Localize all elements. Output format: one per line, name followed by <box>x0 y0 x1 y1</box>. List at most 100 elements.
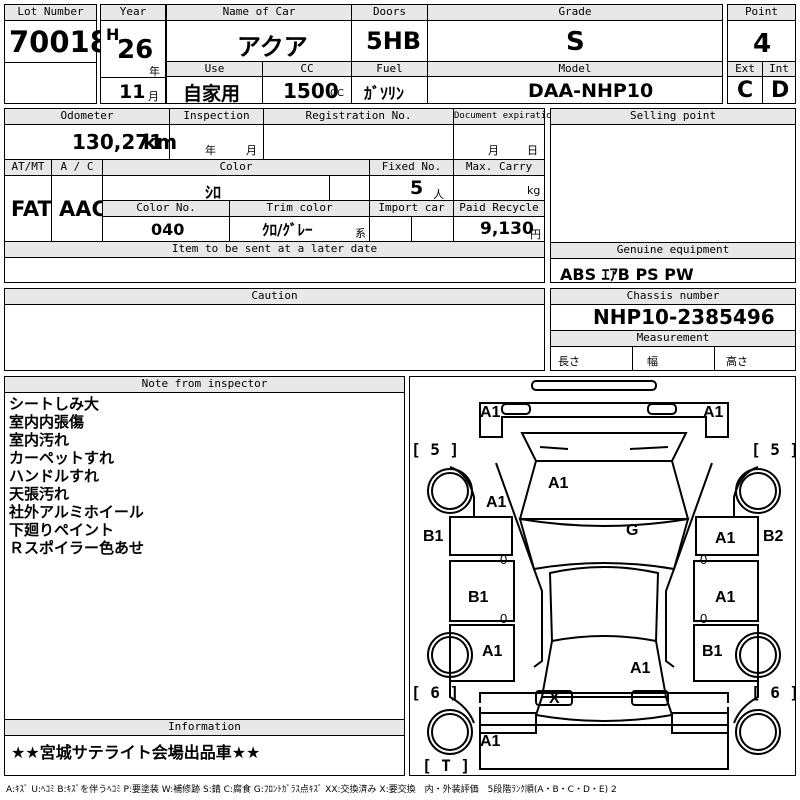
selling-point-label: Selling point <box>551 109 795 125</box>
car-diagram-panel: A1 A1 A1 A1 G B1 A1 B2 B1 A1 A1 B1 A1 A1… <box>409 376 796 776</box>
damage-mark: A1 <box>480 404 501 421</box>
note-line: カーペットすれ <box>9 449 115 467</box>
atmt-value: FAT <box>11 197 52 221</box>
note-line: シートしみ大 <box>9 395 100 413</box>
trim-color-unit: 系 <box>355 227 366 240</box>
month-value: 11 <box>119 81 146 103</box>
car-diagram: A1 A1 A1 A1 G B1 A1 B2 B1 A1 A1 B1 A1 A1… <box>411 380 795 775</box>
odometer-label: Odometer <box>5 109 169 124</box>
fixed-label: Fixed No. <box>370 160 453 175</box>
damage-mark: B2 <box>763 528 784 545</box>
lot-number: 70018 <box>9 25 110 59</box>
measurement-label: Measurement <box>551 331 795 347</box>
fixed-unit: 人 <box>433 188 444 201</box>
lot-number-label: Lot Number <box>5 5 96 21</box>
point-label: Point <box>728 5 795 21</box>
import-car-label: Import car <box>370 201 453 216</box>
use-cell: Use 自家用 <box>166 61 263 105</box>
inspector-notes-label: Note from inspector <box>5 377 404 393</box>
point-cell: Point 4 <box>727 4 796 62</box>
width-label: 幅 <box>647 355 658 368</box>
note-line: 室内汚れ <box>9 431 70 449</box>
damage-mark: A1 <box>486 494 507 511</box>
point-value: 4 <box>753 29 772 59</box>
doors-label: Doors <box>352 5 427 21</box>
inspection-month-unit: 月 <box>246 144 257 157</box>
inspection-year-unit: 年 <box>205 144 216 157</box>
chassis-panel: Chassis number NHP10-2385496 Measurement… <box>550 288 796 371</box>
max-carry-label: Max. Carry <box>454 160 544 175</box>
year-label: Year <box>101 5 165 21</box>
grade-value: S <box>566 27 585 57</box>
genuine-equipment-value: ABS ｴｱB PS PW <box>560 265 694 284</box>
ac-label: A / C <box>52 160 102 175</box>
damage-mark: B1 <box>702 643 723 660</box>
lot-number-cell: Lot Number 70018 <box>4 4 110 104</box>
chassis-number-label: Chassis number <box>551 289 795 305</box>
fixed-value: 5 <box>410 177 424 199</box>
bracket-label: [ 5 ] <box>411 440 459 459</box>
damage-mark: B1 <box>468 589 489 606</box>
doc-expiration-label: Document expiration <box>454 109 557 124</box>
damage-mark: A1 <box>715 589 736 606</box>
use-label: Use <box>167 62 262 77</box>
bracket-label: [ 6 ] <box>751 683 795 702</box>
fuel-cell: Fuel ｶﾞｿﾘﾝ <box>351 61 428 104</box>
fuel-label: Fuel <box>352 62 427 77</box>
trim-color-label: Trim color <box>230 201 369 216</box>
model-label: Model <box>428 62 722 77</box>
month-unit: 月 <box>148 90 159 103</box>
damage-legend: A:ｷｽﾞ U:ﾍｺﾐ B:ｷｽﾞを伴うﾍｺﾐ P:要塗装 W:補修跡 S:錆 … <box>6 785 617 795</box>
color-value: ｼﾛ <box>205 183 222 202</box>
fuel-value: ｶﾞｿﾘﾝ <box>364 84 405 103</box>
zero-mark: 0 <box>700 611 707 626</box>
bracket-label: [ T ] <box>422 756 470 775</box>
zero-mark: 0 <box>500 611 507 626</box>
doors-cell: Doors 5HB <box>351 4 428 62</box>
information-value: ★★宮城サテライト会場出品車★★ <box>11 743 261 762</box>
atmt-label: AT/MT <box>5 160 51 175</box>
inspector-notes-panel: Note from inspector シートしみ大 室内内張傷 室内汚れ カー… <box>4 376 405 776</box>
inspector-notes-list: シートしみ大 室内内張傷 室内汚れ カーペットすれ ハンドルすれ 天張汚れ 社外… <box>9 395 144 557</box>
damage-mark: A1 <box>482 643 503 660</box>
inspection-label: Inspection <box>170 109 263 124</box>
year-cell: Year H 26 年 11 月 <box>100 4 166 104</box>
color-no-label: Color No. <box>103 201 229 216</box>
bracket-label: [ 5 ] <box>751 440 795 459</box>
doc-month-unit: 月 <box>488 144 499 157</box>
bracket-label: [ 6 ] <box>411 683 459 702</box>
damage-mark: B1 <box>423 528 444 545</box>
max-carry-unit: kg <box>527 184 541 197</box>
note-line: 下廻りペイント <box>9 521 115 539</box>
int-cell: Int D <box>762 61 796 104</box>
model-value: DAA-NHP10 <box>528 80 654 102</box>
damage-mark: A1 <box>715 530 736 547</box>
length-label: 長さ <box>558 355 580 368</box>
note-line: 社外アルミホイール <box>9 503 144 521</box>
ac-value: AAC <box>59 197 107 221</box>
information-label: Information <box>5 720 404 736</box>
zero-mark: 0 <box>700 552 707 567</box>
cc-label: CC <box>263 62 351 77</box>
damage-mark: A1 <box>548 475 569 492</box>
ext-label: Ext <box>728 62 762 77</box>
note-line: 天張汚れ <box>9 485 70 503</box>
int-value: D <box>771 78 790 103</box>
note-line: ハンドルすれ <box>9 467 100 485</box>
year-unit: 年 <box>149 65 160 78</box>
note-line: 室内内張傷 <box>9 413 85 431</box>
cc-value: 1500 <box>283 79 339 103</box>
height-label: 高さ <box>726 355 748 368</box>
damage-mark: A1 <box>630 660 651 677</box>
zero-mark: 0 <box>500 552 507 567</box>
trim-color-value: ｸﾛ/ｸﾞﾚｰ <box>262 221 313 239</box>
ext-cell: Ext C <box>727 61 763 104</box>
paid-recycle-value: 9,130 <box>480 219 534 239</box>
selling-point-panel: Selling point Genuine equipment ABS ｴｱB … <box>550 108 796 284</box>
odometer-unit: km <box>143 130 178 154</box>
use-value: 自家用 <box>183 83 241 105</box>
paid-recycle-unit: 円 <box>530 228 541 241</box>
cc-unit: CC <box>330 88 344 99</box>
damage-mark: G <box>626 522 638 539</box>
registration-label: Registration No. <box>264 109 453 124</box>
